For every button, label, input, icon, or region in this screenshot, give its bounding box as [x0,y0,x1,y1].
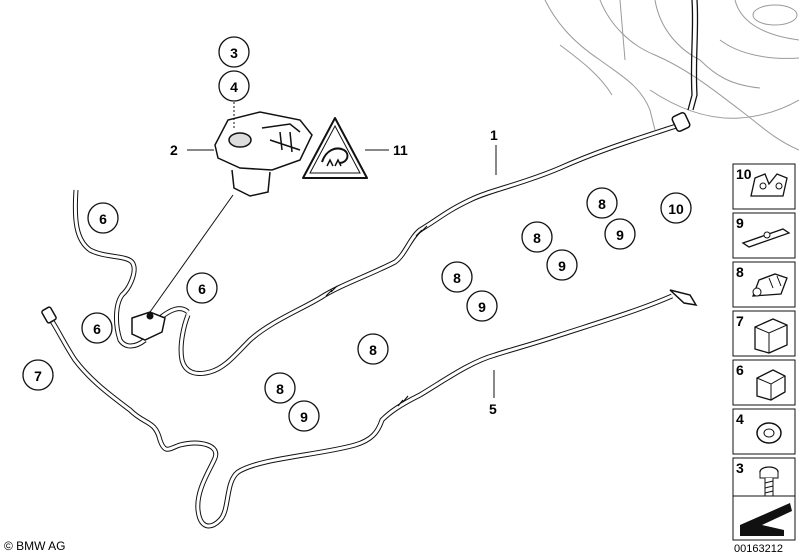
callout-circle [81,312,113,344]
callout-circle [546,249,578,281]
callout-circle [22,359,54,391]
pressure-sensor-2 [214,111,313,197]
callout-number: 8 [598,196,606,212]
legend-number: 10 [736,166,752,182]
legend-number: 4 [736,411,744,427]
callout-3-top: 3 [218,36,250,68]
callout-circle [218,70,250,102]
callout-circle [87,202,119,234]
callout-circle [466,290,498,322]
callout-number: 8 [533,230,541,246]
fuel-pipe-5 [41,289,698,529]
callout-circle [218,36,250,68]
holder-clip-icon [754,318,788,354]
hose-clip-icon [756,369,786,401]
double-clip-icon [750,173,788,197]
callout-number: 9 [616,227,624,243]
label-2: 2 [170,142,178,158]
callout-9-a: 9 [604,218,636,250]
callout-6-b: 6 [186,272,218,304]
callout-number: 4 [230,79,238,95]
callout-number: 8 [453,270,461,286]
callout-9-b: 9 [546,249,578,281]
callout-circle [604,218,636,250]
callout-number: 7 [34,368,42,384]
pipe-clamp-icon [752,273,788,297]
copyright-text: © BMW AG [4,539,66,553]
callout-number: 6 [198,281,206,297]
legend-number: 6 [736,362,744,378]
hot-surface-warning-icon [302,117,368,179]
callout-number: 10 [668,201,684,217]
legend-item-8: 8 [732,261,796,308]
callout-8-e: 8 [264,372,296,404]
engine-outline [544,0,799,151]
leader-lines [149,98,497,398]
callout-circle [660,192,692,224]
callout-number: 6 [93,321,101,337]
callout-7: 7 [22,359,54,391]
fuel-pipe-1 [178,112,691,376]
callout-circle [521,221,553,253]
legend-number: 7 [736,313,744,329]
callout-9-e: 9 [288,400,320,432]
parts-legend: 10 9 8 7 6 4 3 [732,163,796,504]
callout-6-a: 6 [87,202,119,234]
callout-number: 8 [369,342,377,358]
callout-number: 8 [276,381,284,397]
callout-circle [186,272,218,304]
callout-circle [357,333,389,365]
legend-item-9: 9 [732,212,796,259]
screw-icon [759,466,779,499]
legend-item-7: 7 [732,310,796,357]
callout-8-a: 8 [586,187,618,219]
label-5: 5 [489,401,497,417]
callout-8-b: 8 [521,221,553,253]
callout-4-top: 4 [218,70,250,102]
callout-circle [586,187,618,219]
callout-circle [264,372,296,404]
callout-number: 9 [558,258,566,274]
callout-6-c: 6 [81,312,113,344]
document-number: 00163212 [734,543,783,555]
legend-item-4: 4 [732,408,796,455]
direction-arrow-box [732,495,796,541]
callout-circle [288,400,320,432]
legend-number: 9 [736,215,744,231]
callout-number: 9 [478,299,486,315]
callout-number: 3 [230,45,238,61]
callout-10: 10 [660,192,692,224]
callout-number: 6 [99,211,107,227]
callout-circle [441,261,473,293]
legend-number: 8 [736,264,744,280]
washer-icon [756,422,782,444]
sensor-line [687,0,699,111]
pressure-line-6 [72,189,190,349]
legend-box [732,408,796,455]
flat-bracket-icon [741,228,791,248]
legend-number: 3 [736,460,744,476]
label-1: 1 [490,127,498,143]
plain-labels: 2 11 1 5 [170,127,498,417]
label-11: 11 [393,142,408,158]
legend-item-6: 6 [732,359,796,406]
callout-8-c: 8 [441,261,473,293]
callout-8-d: 8 [357,333,389,365]
callout-number: 9 [300,409,308,425]
legend-item-10: 10 [732,163,796,210]
callout-9-c: 9 [466,290,498,322]
